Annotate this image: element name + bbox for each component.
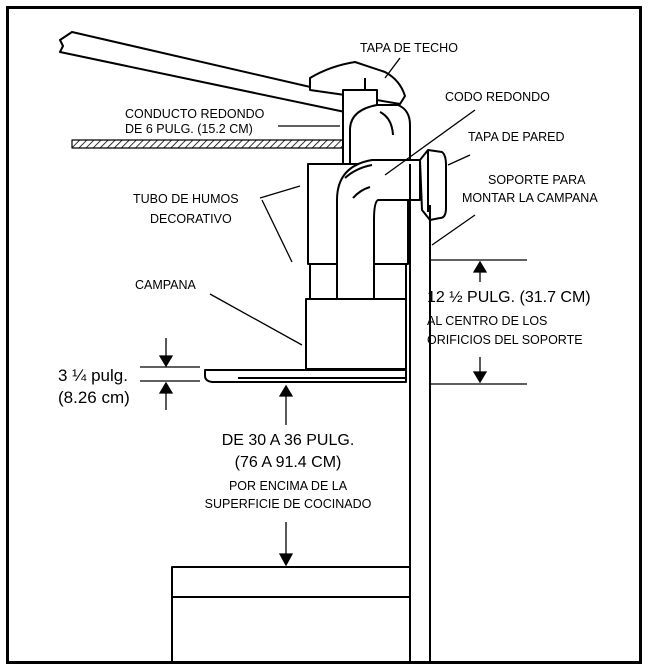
label-hood: CAMPANA: [135, 278, 197, 292]
roof-slope: [59, 31, 346, 113]
dim-bracket-text-1: 12 ½ PULG. (31.7 CM): [427, 289, 591, 306]
dim-hood-arrow-up: [158, 381, 174, 394]
leader-chimney-a: [259, 185, 301, 199]
duct-seam-2: [352, 186, 371, 199]
dim-hood-text-2: (8.26 cm): [58, 388, 130, 407]
dim-hood-text-1: 3 ¼ pulg.: [58, 366, 128, 385]
dim-clearance-text-1: DE 30 A 36 PULG.: [222, 432, 355, 449]
label-mount-bracket-2: MONTAR LA CAMPANA: [462, 191, 598, 205]
leader-bracket: [431, 214, 476, 246]
label-chimney-1: TUBO DE HUMOS: [133, 192, 239, 206]
dim-clearance-text-2: (76 A 91.4 CM): [235, 454, 342, 471]
duct-seam-1: [344, 164, 373, 179]
dim-bracket-text-3: ORIFICIOS DEL SOPORTE: [427, 333, 583, 347]
leader-roof-cap: [384, 57, 401, 79]
label-wall-cap: TAPA DE PARED: [468, 130, 565, 144]
label-roof-cap: TAPA DE TECHO: [360, 41, 458, 55]
dim-bracket-text-2: AL CENTRO DE LOS: [427, 314, 547, 328]
dim-clearance-text-3: POR ENCIMA DE LA: [229, 479, 348, 493]
leader-wall-cap: [447, 154, 471, 166]
label-round-duct-2: DE 6 PULG. (15.2 CM): [125, 122, 253, 136]
label-mount-bracket-1: SOPORTE PARA: [488, 173, 586, 187]
dim-bracket-arrow-down: [472, 371, 488, 384]
hood-body: [305, 298, 407, 370]
dim-hood-arrow-down: [158, 355, 174, 368]
elbow-crease: [379, 111, 394, 136]
leader-elbow: [384, 109, 476, 176]
dim-clearance-arrow-up: [278, 384, 294, 397]
hood-canopy: [204, 369, 407, 383]
label-round-duct-1: CONDUCTO REDONDO: [125, 107, 265, 121]
label-chimney-2: DECORATIVO: [150, 212, 232, 226]
diagram-frame: [6, 6, 642, 664]
leader-chimney-b: [261, 199, 293, 263]
dim-clearance-arrow-down: [278, 553, 294, 567]
leader-hood: [209, 293, 303, 346]
dim-bracket-arrow-up: [472, 260, 488, 273]
countertop: [171, 566, 411, 598]
dim-clearance-text-4: SUPERFICIE DE COCINADO: [205, 497, 372, 511]
ceiling-hatch: [71, 139, 345, 149]
wall-cap-shape: [419, 149, 447, 221]
label-round-elbow: CODO REDONDO: [445, 90, 550, 104]
